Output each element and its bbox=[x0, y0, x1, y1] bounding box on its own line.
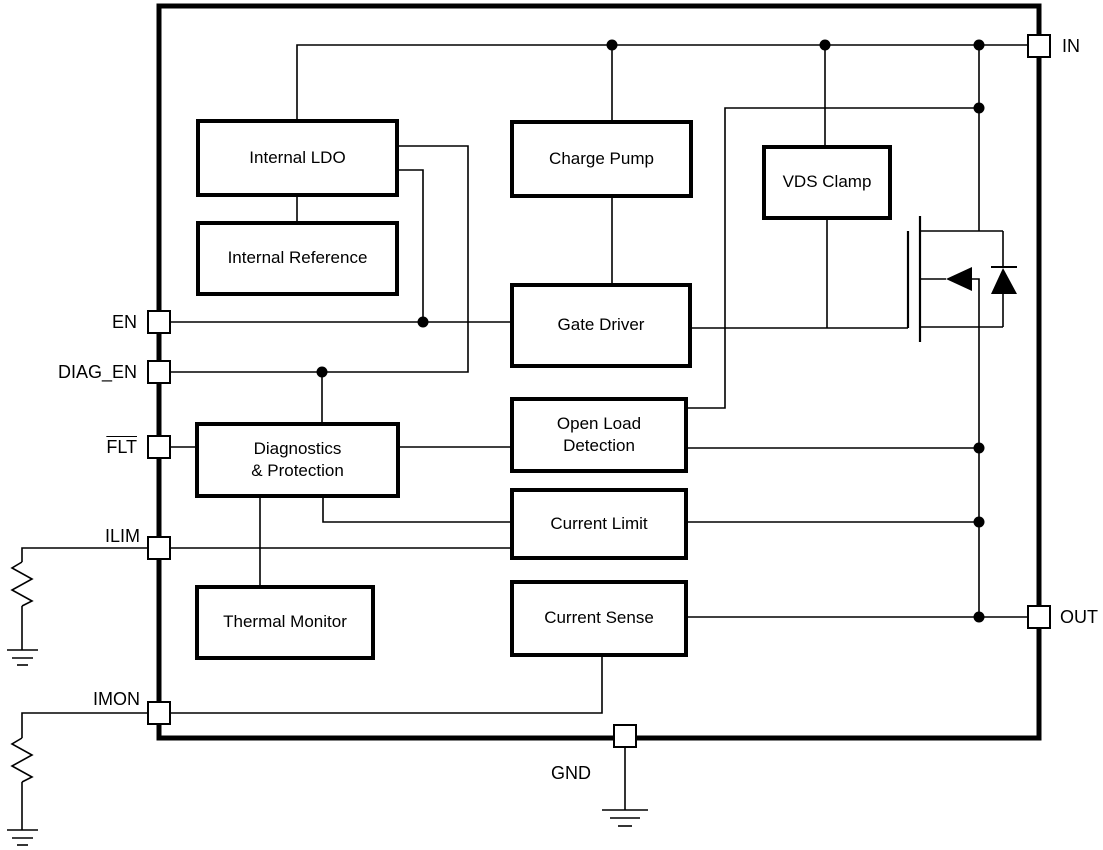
pin-squares bbox=[147, 34, 1051, 748]
pin-label-diag-en: DIAG_EN bbox=[57, 362, 137, 382]
block-thermal-monitor: Thermal Monitor bbox=[195, 585, 375, 660]
block-open-load-detection: Open Load Detection bbox=[510, 397, 688, 473]
mosfet-symbol bbox=[906, 216, 1017, 342]
pin-square-ilim bbox=[147, 536, 171, 560]
wire-open-load-drain-sense bbox=[688, 107, 979, 409]
block-label-line2: & Protection bbox=[251, 461, 344, 480]
junction-dot bbox=[973, 39, 985, 51]
junction-dot bbox=[973, 611, 985, 623]
pin-label-out: OUT bbox=[1060, 607, 1098, 627]
resistor-icon bbox=[10, 561, 34, 607]
imon-resistor-network bbox=[7, 712, 148, 846]
junction-dots bbox=[316, 39, 985, 623]
ground-icon bbox=[7, 829, 38, 846]
block-label: Internal LDO bbox=[249, 147, 346, 167]
block-gate-driver: Gate Driver bbox=[510, 283, 692, 368]
block-internal-reference: Internal Reference bbox=[196, 221, 399, 296]
junction-dot bbox=[973, 102, 985, 114]
junction-dot bbox=[973, 516, 985, 528]
pin-square-gnd bbox=[613, 724, 637, 748]
pin-label-ilim: ILIM bbox=[104, 526, 140, 546]
pin-label-imon: IMON bbox=[93, 689, 140, 709]
junction-dot bbox=[316, 366, 328, 378]
block-current-limit: Current Limit bbox=[510, 488, 688, 560]
block-label: Internal Reference bbox=[227, 248, 368, 268]
pin-square-out bbox=[1027, 605, 1051, 629]
wire-ilim-external bbox=[21, 547, 148, 562]
pin-square-in bbox=[1027, 34, 1051, 58]
wire-diagnostics-currentlimit bbox=[322, 498, 510, 523]
pin-label-flt: FLT bbox=[106, 437, 137, 457]
gnd-network bbox=[602, 747, 648, 827]
pin-square-diag-en bbox=[147, 360, 171, 384]
pin-square-flt bbox=[147, 435, 171, 459]
block-diagnostics-protection: Diagnostics & Protection bbox=[195, 422, 400, 498]
mosfet-body-tail bbox=[972, 278, 980, 327]
ilim-resistor-network bbox=[7, 547, 148, 666]
block-label-line1: Open Load bbox=[556, 413, 642, 433]
block-charge-pump: Charge Pump bbox=[510, 120, 693, 198]
resistor-icon bbox=[10, 737, 34, 783]
pin-square-imon bbox=[147, 701, 171, 725]
block-current-sense: Current Sense bbox=[510, 580, 688, 657]
pin-label-gnd: GND bbox=[551, 763, 591, 783]
block-label-line2: Detection bbox=[563, 436, 635, 455]
wire-currentsense-imon bbox=[170, 657, 603, 714]
block-label: Current Limit bbox=[550, 513, 648, 533]
pin-square-en bbox=[147, 310, 171, 334]
junction-dot bbox=[606, 39, 618, 51]
block-label: Thermal Monitor bbox=[223, 612, 347, 632]
mosfet-body-arrow-icon bbox=[946, 267, 972, 291]
wire-imon-external bbox=[21, 712, 148, 738]
body-diode-icon bbox=[991, 268, 1017, 294]
block-label-line1: Diagnostics bbox=[253, 438, 342, 458]
wire-en-ldo bbox=[399, 169, 424, 322]
junction-dot bbox=[417, 316, 429, 328]
ground-icon bbox=[7, 649, 38, 666]
ground-icon bbox=[602, 809, 648, 827]
block-vds-clamp: VDS Clamp bbox=[762, 145, 892, 220]
block-internal-ldo: Internal LDO bbox=[196, 119, 399, 197]
junction-dot bbox=[973, 442, 985, 454]
wire-in-rail bbox=[296, 44, 1028, 119]
junction-dot bbox=[819, 39, 831, 51]
pin-label-en: EN bbox=[111, 312, 137, 332]
block-label: Charge Pump bbox=[549, 148, 654, 168]
block-label: Current Sense bbox=[544, 608, 654, 628]
block-label: Gate Driver bbox=[557, 315, 645, 335]
block-label: VDS Clamp bbox=[782, 172, 872, 192]
pin-label-in: IN bbox=[1062, 36, 1080, 56]
